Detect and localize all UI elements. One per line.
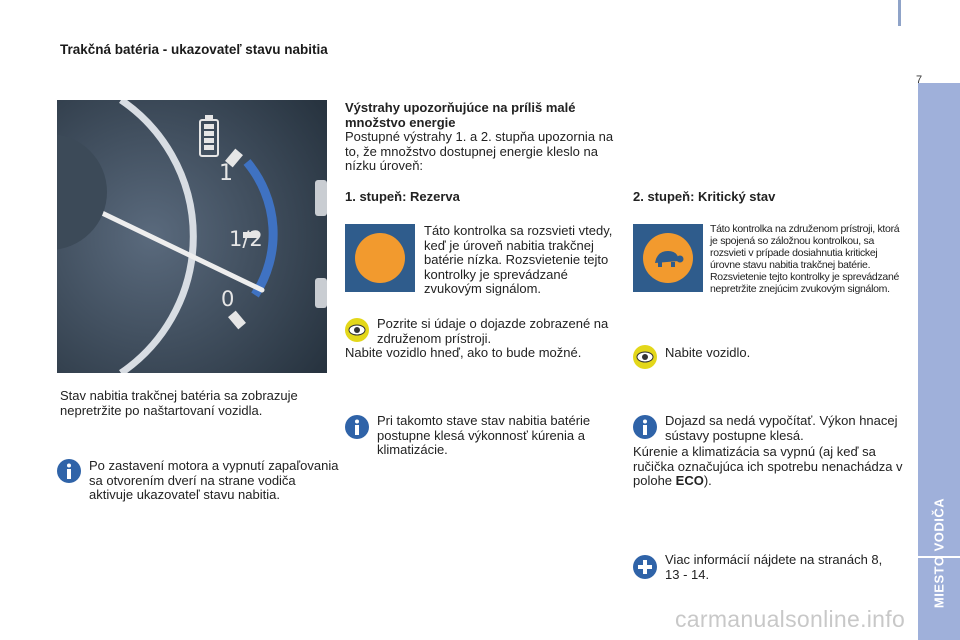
charge-gauge-illustration: 1 1/2 0 [0, 97, 327, 376]
stage2-warning-lamp [633, 224, 703, 292]
section-tab-label: MIESTO VODIČA [931, 497, 947, 609]
stage2-lamp-text: Táto kontrolka na združenom prístroji, k… [710, 223, 900, 295]
info-icon [57, 459, 81, 483]
plus-icon [633, 555, 657, 579]
info-text-left: Po zastavení motora a vypnutí zapaľovani… [89, 458, 339, 502]
stage2-hvac-text: Kúrenie a klimatizácia sa vypnú (aj keď … [633, 444, 903, 489]
warnings-intro: Postupné výstrahy 1. a 2. stupňa upozorn… [345, 129, 614, 173]
stage1-info-text: Pri takomto stave stav nabitia batérie p… [377, 413, 591, 457]
battery-icon [199, 115, 219, 157]
stage1-lamp-text: Táto kontrolka sa rozsvieti vtedy, keď j… [424, 223, 613, 296]
warnings-heading: Výstrahy upozorňujúce na príliš malé mno… [345, 100, 576, 130]
section-tab-divider [918, 556, 960, 558]
status-text: Stav nabitia trakčnej batéria sa zobrazu… [60, 388, 298, 418]
stage2-hvac-end: ). [703, 473, 712, 488]
page-title: Trakčná batéria - ukazovateľ stavu nabit… [60, 42, 328, 57]
info-icon [633, 415, 657, 439]
page-number: 7 [916, 74, 923, 86]
top-rule [898, 0, 901, 26]
gauge-label-half: 1/2 [229, 227, 263, 251]
eye-icon [633, 345, 657, 369]
turtle-warning-light-icon [643, 233, 693, 283]
stage2-heading: 2. stupeň: Kritický stav [633, 189, 776, 204]
stage1-action: Nabite vozidlo hneď, ako to bude možné. [345, 345, 582, 360]
orange-warning-light-icon [355, 233, 405, 283]
stage1-warning-lamp [345, 224, 415, 292]
watermark: carmanualsonline.info [675, 606, 906, 632]
stage2-info-text: Dojazd sa nedá vypočítať. Výkon hnacej s… [665, 413, 898, 443]
gauge-label-empty: 0 [221, 287, 234, 311]
eye-icon [345, 318, 369, 342]
stage2-hvac-main: Kúrenie a klimatizácia sa vypnú (aj keď … [633, 444, 903, 488]
stage2-hvac-eco: ECO [675, 473, 704, 488]
stage2-more-text: Viac informácií nájdete na stranách 8, 1… [665, 552, 883, 582]
stage2-eye-text: Nabite vozidlo. [665, 345, 751, 360]
gauge-needle [72, 197, 265, 293]
section-tab: MIESTO VODIČA [918, 83, 960, 640]
stage1-heading: 1. stupeň: Rezerva [345, 189, 460, 204]
stage1-eye-text: Pozrite si údaje o dojazde zobrazené na … [377, 316, 609, 346]
gauge-label-full: 1 [219, 161, 233, 186]
info-icon [345, 415, 369, 439]
